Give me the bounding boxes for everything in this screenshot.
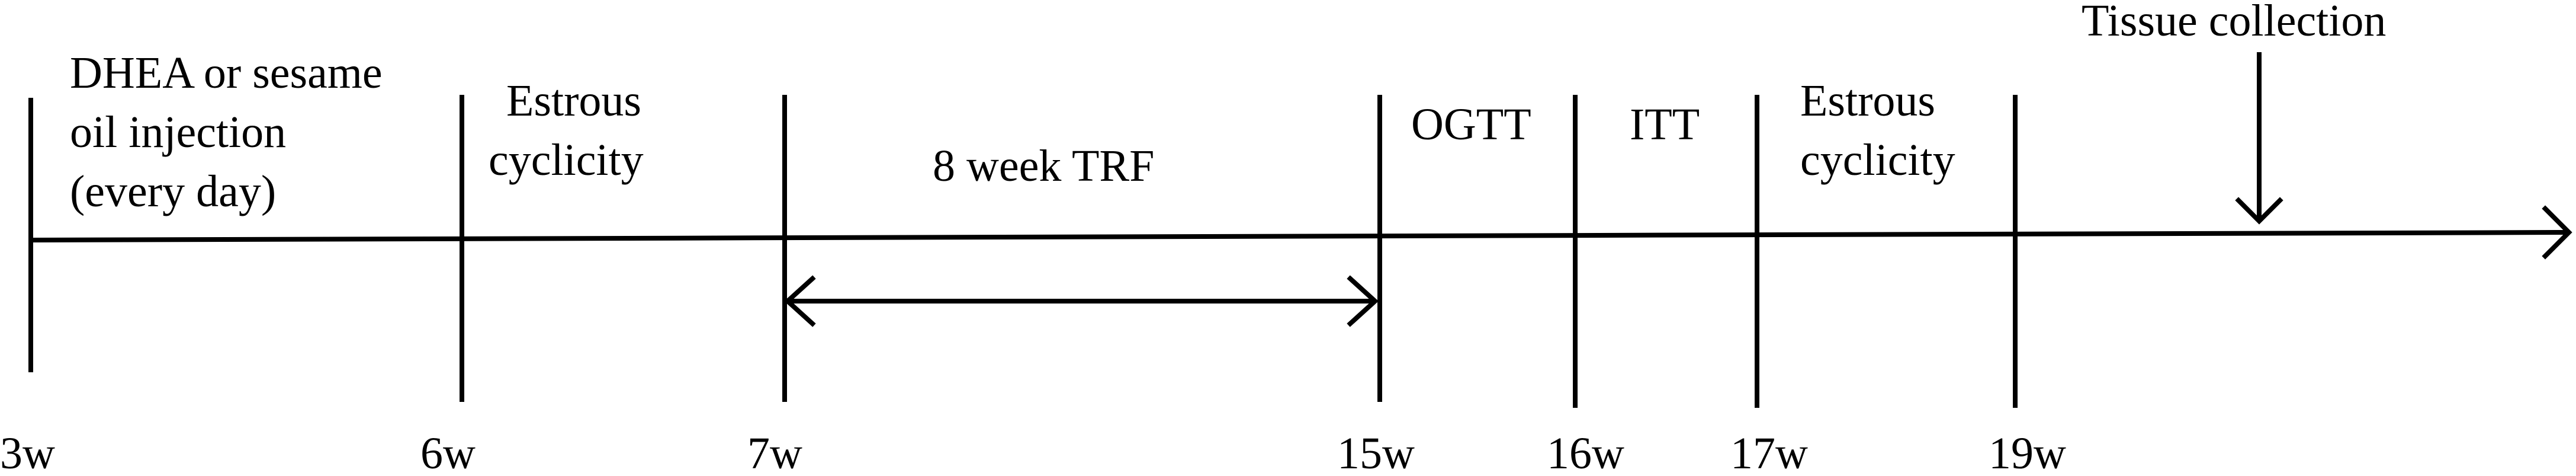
time-axis bbox=[32, 230, 2569, 242]
week-label-3w: 3w bbox=[0, 429, 55, 476]
week-label-19w: 19w bbox=[1989, 429, 2066, 476]
phase-injection-line-3: (every day) bbox=[70, 167, 276, 216]
phase-estrous-2-line-1: Estrous bbox=[1800, 76, 1935, 126]
week-label-7w: 7w bbox=[747, 429, 802, 476]
trf-arrow-left-icon bbox=[784, 275, 816, 327]
trf-arrow-right-icon bbox=[1347, 275, 1379, 327]
week-label-16w: 16w bbox=[1547, 429, 1624, 476]
phase-estrous-2-line-2: cyclicity bbox=[1800, 135, 1955, 185]
week-label-15w: 15w bbox=[1337, 429, 1415, 476]
phase-itt-label: ITT bbox=[1630, 100, 1700, 149]
tissue-collection-arrowhead-icon bbox=[2235, 197, 2283, 225]
phase-estrous-1-line-1: Estrous bbox=[506, 76, 641, 126]
phase-estrous-1-line-2: cyclicity bbox=[489, 135, 644, 185]
phase-injection-line-1: DHEA or sesame bbox=[70, 48, 383, 98]
phase-ogtt-label: OGTT bbox=[1411, 100, 1531, 149]
event-tissue-collection-label: Tissue collection bbox=[2082, 0, 2386, 46]
phase-trf-label: 8 week TRF bbox=[933, 141, 1154, 191]
time-axis-arrowhead-icon bbox=[2542, 205, 2572, 260]
week-label-17w: 17w bbox=[1730, 429, 1808, 476]
week-label-6w: 6w bbox=[420, 429, 476, 476]
phase-injection-line-2: oil injection bbox=[70, 107, 286, 157]
